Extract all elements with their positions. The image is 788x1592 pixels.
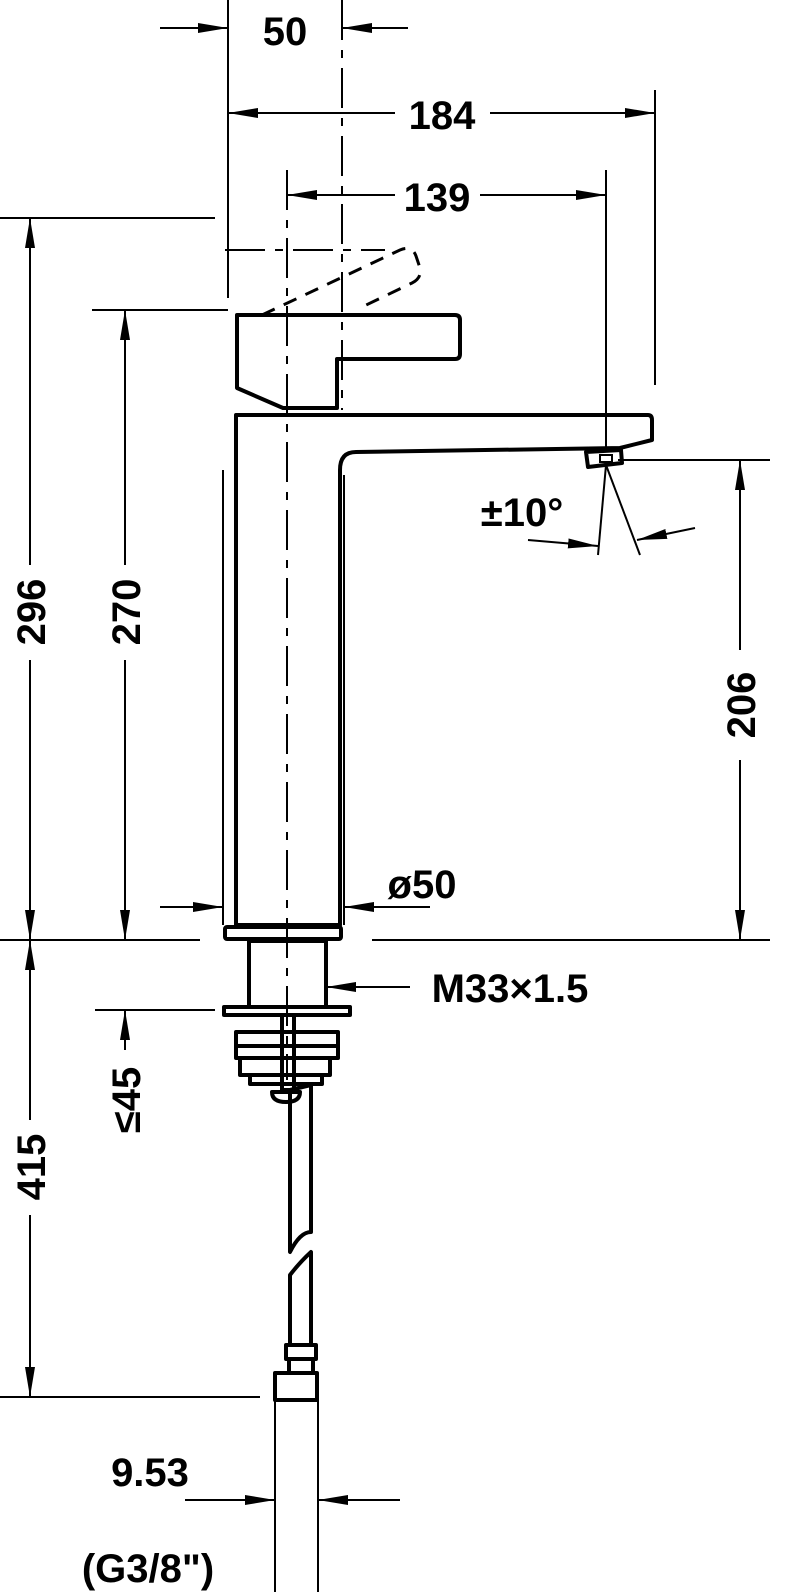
mounting-nut (234, 1030, 340, 1086)
spout-body (234, 413, 654, 927)
dimension-lines (25, 23, 745, 1505)
dim-spout-reach: 139 (404, 176, 471, 220)
lever-handle (235, 313, 462, 410)
hose-nut (273, 1371, 319, 1402)
hose-ferrule (284, 1343, 318, 1361)
base-plate (223, 925, 343, 941)
faucet-body (222, 247, 654, 1402)
dim-thread: M33×1.5 (432, 967, 589, 1011)
aerator (584, 448, 624, 469)
dim-hose-connection: 9.53 (111, 1451, 189, 1495)
dim-spout-height: 206 (720, 672, 764, 739)
aerator-inner (599, 454, 613, 463)
hose-sleeve (287, 1357, 315, 1375)
bolt-head (270, 1090, 302, 1104)
dim-swivel-angle: ±10° (481, 491, 563, 535)
nut-ring (234, 1044, 340, 1060)
dim-counter-thickness: ≤45 (105, 1067, 149, 1133)
dim-overall-depth: 184 (409, 94, 476, 138)
braided-hose-lower (288, 1250, 313, 1347)
dim-body-height: 270 (105, 579, 149, 646)
braided-hose-upper (288, 1083, 313, 1254)
dim-handle-width: 50 (263, 10, 308, 54)
dim-body-diameter: ø50 (388, 863, 457, 907)
dim-total-height: 296 (10, 579, 54, 646)
extension-lines (0, 0, 770, 1592)
handle-raised-position (261, 247, 422, 317)
dim-hose-thread: (G3/8") (82, 1547, 214, 1591)
dim-hose-length: 415 (10, 1134, 54, 1201)
